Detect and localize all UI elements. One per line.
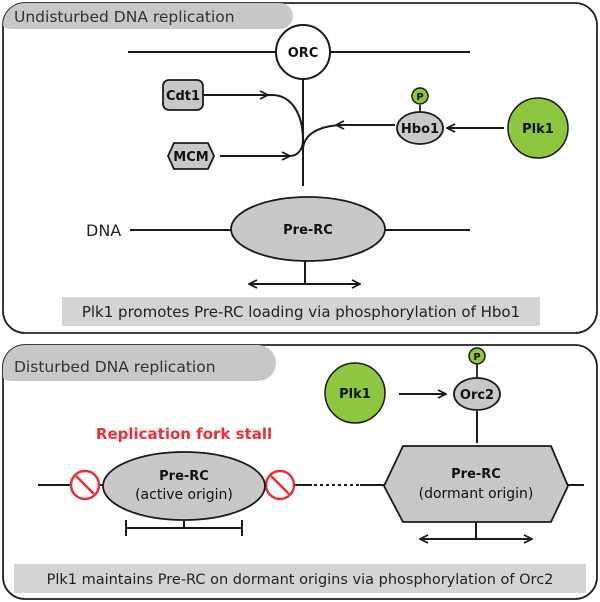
orc2-label: Orc2 [460, 388, 494, 403]
panel-disturbed: Disturbed DNA replication Plk1 P Orc2 Re… [2, 344, 598, 600]
orc2-phospho-label: P [473, 352, 480, 363]
cdt1-branch [195, 94, 304, 141]
dna-label: DNA [86, 221, 121, 240]
orc-node [275, 24, 331, 80]
prerc-node-top [230, 196, 386, 262]
caption-bottom-bg [14, 564, 586, 593]
prerc-label-top: Pre-RC [283, 223, 333, 238]
prerc-active-sub: (active origin) [135, 487, 233, 503]
hbo1-node [396, 111, 444, 145]
mcm-label: MCM [173, 150, 208, 165]
fork-stall-label: Replication fork stall [96, 425, 272, 443]
panel-disturbed-header: Disturbed DNA replication [14, 358, 216, 376]
prerc-active-label: Pre-RC [159, 469, 209, 484]
caption-bottom: Plk1 maintains Pre-RC on dormant origins… [47, 572, 554, 588]
orc-label: ORC [288, 46, 319, 61]
plk1-node-top [507, 97, 569, 159]
prerc-dormant-sub: (dormant origin) [419, 486, 534, 502]
caption-top-bg [62, 297, 540, 326]
panel-undisturbed-header-bg [3, 3, 293, 29]
prerc-active-node [102, 451, 266, 521]
prerc-dormant-node [382, 445, 569, 523]
plk1-label-bottom: Plk1 [339, 387, 371, 402]
plk1-node-bottom [324, 362, 386, 424]
orc2-node [453, 377, 501, 411]
stall-sign-left [69, 469, 101, 501]
panel-undisturbed-header: Undisturbed DNA replication [14, 8, 235, 26]
mcm-node [167, 142, 215, 170]
hbo1-phospho-label: P [416, 92, 423, 103]
panel-undisturbed-frame [2, 2, 598, 334]
hbo1-phospho-node [411, 87, 429, 105]
cdt1-node [162, 79, 204, 111]
panel-disturbed-header-bg [3, 345, 276, 381]
caption-top: Plk1 promotes Pre-RC loading via phospho… [82, 303, 520, 321]
panel-undisturbed: Undisturbed DNA replication ORC Cdt1 MCM… [2, 2, 598, 334]
stall-sign-right [264, 469, 296, 501]
mcm-branch [289, 139, 304, 157]
prerc-dormant-label: Pre-RC [451, 467, 501, 482]
cdt1-label: Cdt1 [166, 89, 200, 104]
hbo1-label: Hbo1 [401, 122, 439, 137]
plk1-label-top: Plk1 [522, 122, 554, 137]
